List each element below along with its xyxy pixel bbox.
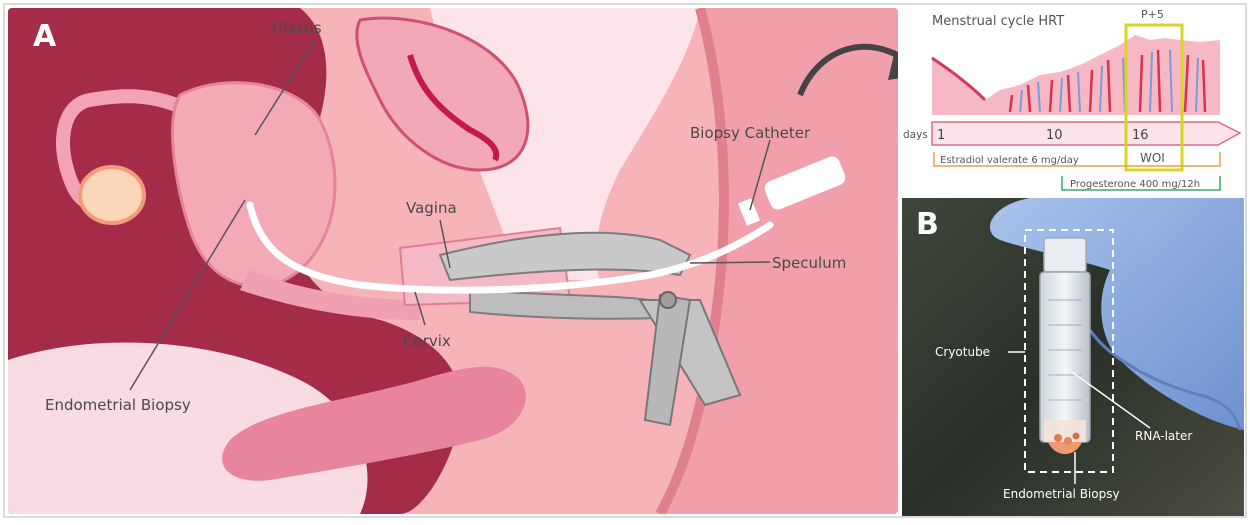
- panel-a-letter: A: [33, 19, 57, 54]
- progesterone-label: Progesterone 400 mg/12h: [1070, 179, 1200, 190]
- days-arrow: [932, 122, 1240, 145]
- label-rna-later: RNA-later: [1135, 429, 1192, 443]
- hrt-timeline: Menstrual cycle HRT days 1 10 16 P+5 WOI…: [902, 8, 1244, 194]
- day-tick-16: 16: [1132, 128, 1149, 143]
- days-axis-label: days: [903, 129, 928, 141]
- tissue-fragment-3: [1073, 433, 1080, 440]
- estradiol-label: Estradiol valerate 6 mg/day: [940, 155, 1079, 166]
- speculum-leader: [690, 262, 770, 263]
- label-speculum: Speculum: [772, 254, 846, 272]
- label-cryotube: Cryotube: [935, 345, 990, 359]
- label-photo-endometrial-biopsy: Endometrial Biopsy: [1003, 487, 1120, 501]
- label-cervix: Cervix: [403, 332, 451, 350]
- day-tick-1: 1: [937, 128, 945, 143]
- label-endometrial-biopsy: Endometrial Biopsy: [45, 396, 191, 414]
- tissue-fragment-1: [1054, 434, 1062, 442]
- tube-body: [1040, 272, 1090, 442]
- tissue-fragment-2: [1064, 437, 1072, 445]
- ovary: [80, 167, 144, 223]
- panel-b-letter: B: [916, 207, 939, 242]
- label-uterus: Uterus: [272, 19, 322, 37]
- woi-label: WOI: [1140, 151, 1165, 165]
- speculum-screw: [660, 292, 676, 308]
- label-biopsy-catheter: Biopsy Catheter: [690, 124, 811, 142]
- p5-label: P+5: [1141, 8, 1164, 21]
- label-vagina: Vagina: [406, 199, 457, 217]
- timeline-title: Menstrual cycle HRT: [932, 14, 1064, 29]
- tube-cap: [1044, 238, 1086, 272]
- day-tick-10: 10: [1046, 128, 1063, 143]
